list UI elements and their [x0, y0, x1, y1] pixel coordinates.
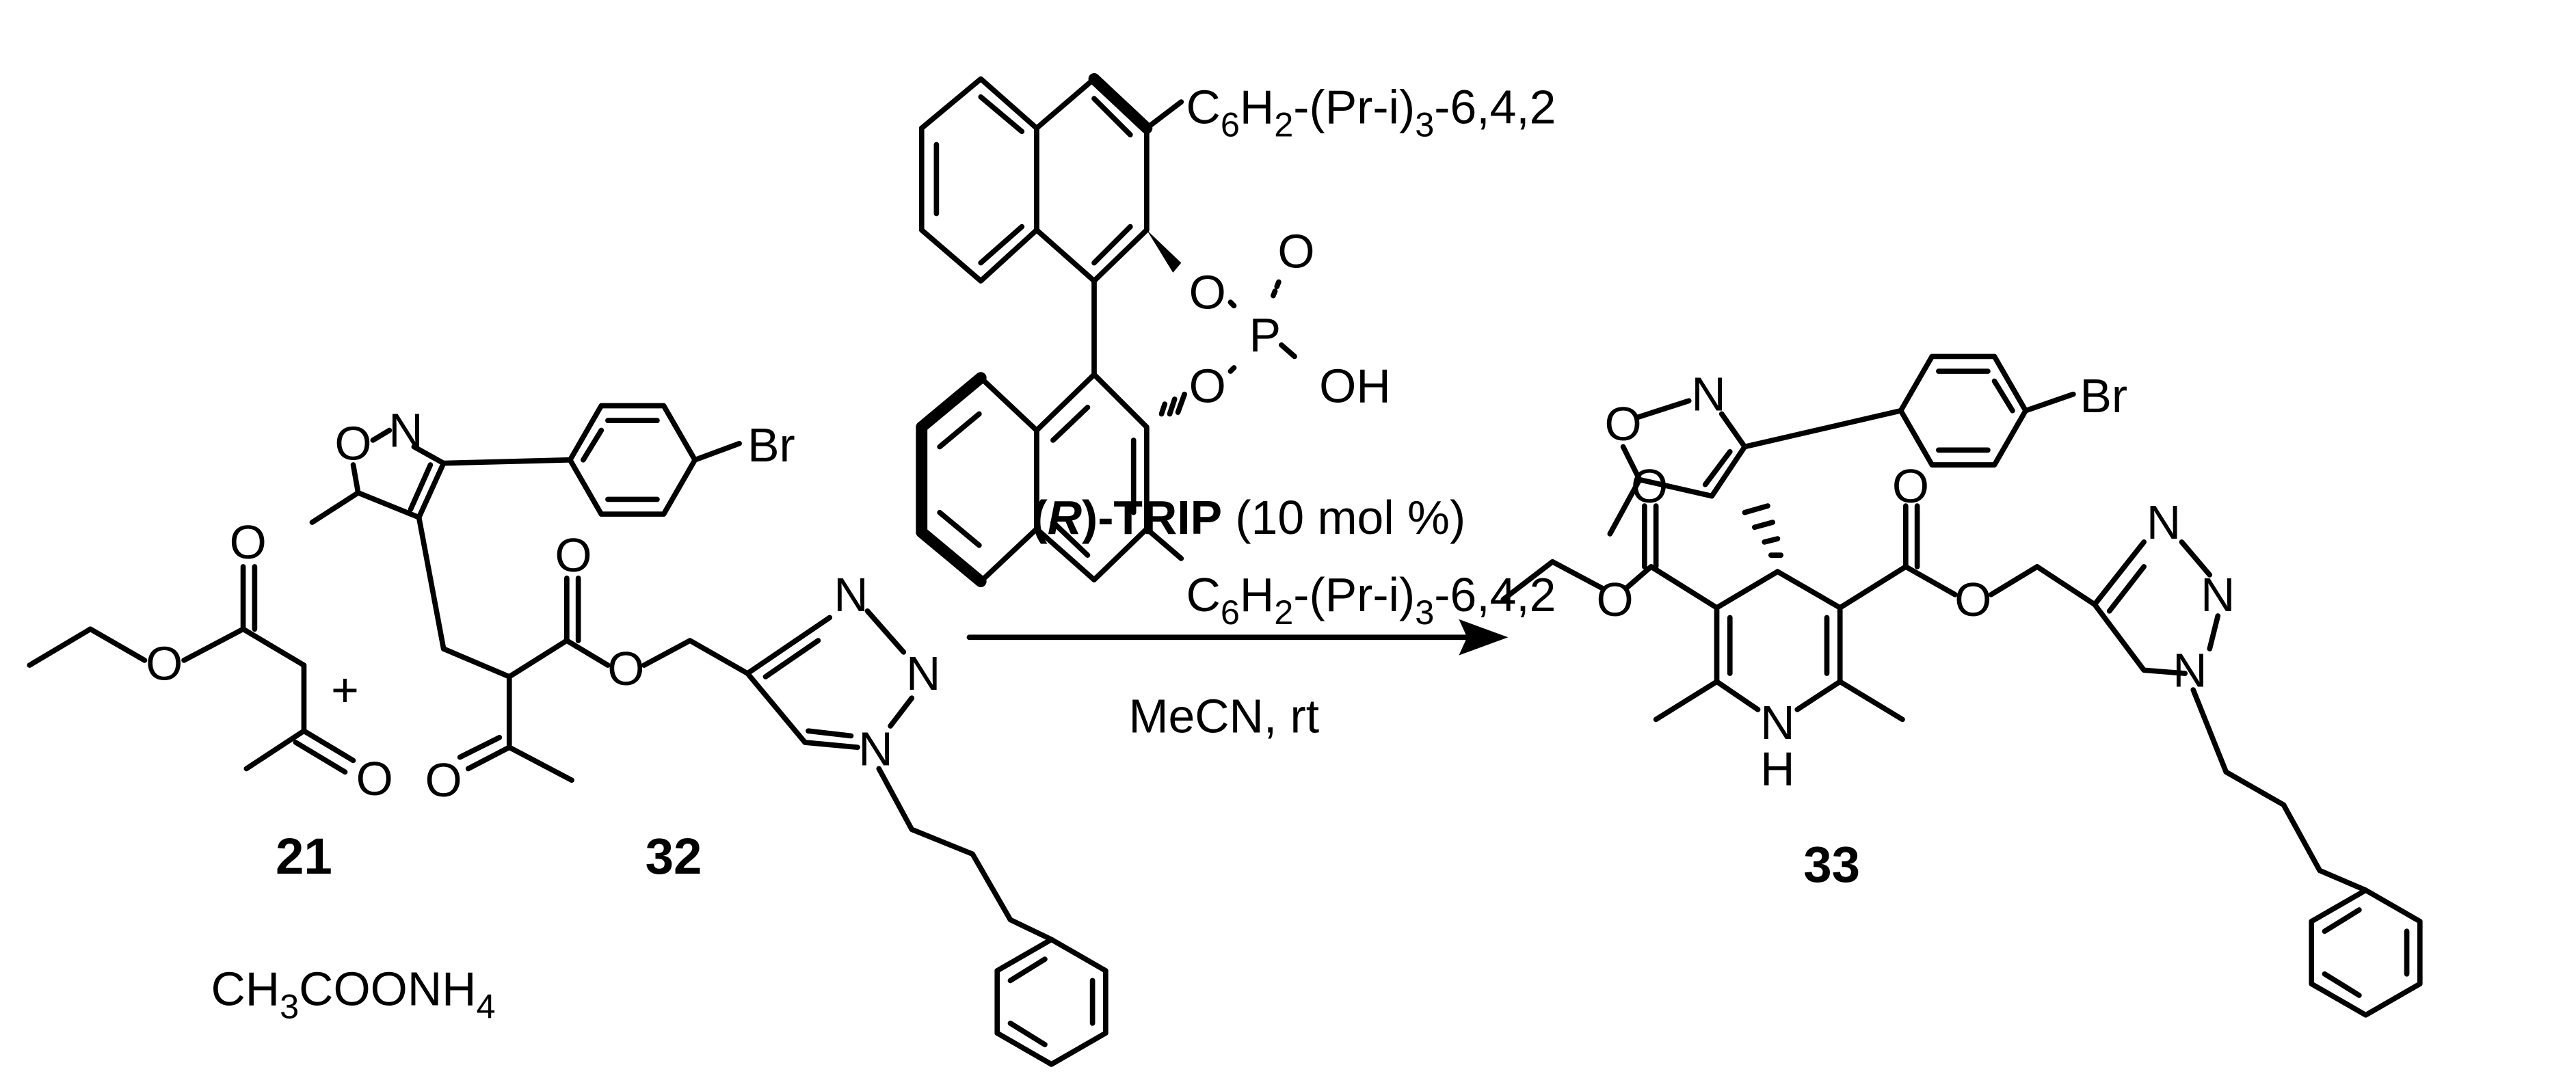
atom-oxygen: O — [1605, 397, 1642, 451]
hashed-stereo-bond — [1742, 503, 1784, 558]
atom-oxygen: O — [1892, 459, 1929, 513]
naphthalene-ring — [1034, 372, 1150, 582]
phenyl-ring — [2309, 887, 2423, 1018]
atom-oxygen: O — [1631, 459, 1668, 513]
atom-nitrogen: N — [1760, 696, 1794, 749]
atom-nitrogen: N — [2201, 568, 2235, 621]
compound-label-33: 33 — [1803, 836, 1860, 893]
atom-oxygen: O — [356, 752, 393, 805]
catalyst-structure: O O O P OH C6H2-(Pr-i)3-6,4,2 C6H2-(Pr-i… — [916, 73, 1556, 632]
catalyst-aryl-substituent-top: C6H2-(Pr-i)3-6,4,2 — [1186, 80, 1556, 144]
compound-33-structure: O N Br O O O O N H N N N — [1500, 353, 2423, 1018]
atom-nitrogen: N — [858, 723, 892, 776]
atom-bromine: Br — [747, 418, 795, 472]
catalyst-label: (R)-TRIP (10 mol %) — [1031, 491, 1465, 544]
atom-oxygen: O — [1189, 266, 1226, 319]
atom-nitrogen: N — [2147, 496, 2181, 549]
atom-hydroxyl: OH — [1319, 360, 1390, 413]
compound-32-structure: O N Br O O O N N N — [309, 403, 1108, 1067]
atom-oxygen: O — [607, 642, 644, 695]
atom-oxygen: O — [425, 753, 462, 807]
atom-oxygen: O — [1189, 360, 1226, 413]
phenyl-ring — [994, 937, 1108, 1067]
plus-sign: + — [331, 663, 359, 716]
compound-label-21: 21 — [276, 828, 332, 885]
atom-nitrogen: N — [906, 647, 940, 700]
atom-oxygen: O — [1954, 573, 1991, 626]
reaction-conditions: MeCN, rt — [1128, 690, 1319, 743]
atom-nitrogen: N — [388, 404, 423, 457]
atom-oxygen: O — [1277, 225, 1314, 278]
atom-nitrogen: N — [2173, 643, 2207, 697]
atom-hydrogen: H — [1760, 742, 1794, 795]
atom-oxygen: O — [146, 637, 183, 690]
atom-nitrogen: N — [1691, 368, 1725, 421]
atom-oxygen: O — [230, 515, 267, 569]
atom-nitrogen: N — [834, 568, 868, 621]
reaction-arrow — [966, 619, 1509, 656]
compound-21-structure: O O O — [27, 515, 393, 805]
catalyst-aryl-substituent-bottom: C6H2-(Pr-i)3-6,4,2 — [1186, 568, 1556, 632]
atom-oxygen: O — [1596, 573, 1633, 626]
atom-oxygen: O — [555, 528, 592, 582]
compound-label-32: 32 — [646, 828, 702, 885]
atom-oxygen: O — [334, 417, 371, 470]
reagent-ammonium-acetate: CH3COONH4 — [211, 962, 496, 1025]
atom-phosphorus: P — [1249, 308, 1281, 362]
atom-bromine: Br — [2080, 369, 2127, 422]
